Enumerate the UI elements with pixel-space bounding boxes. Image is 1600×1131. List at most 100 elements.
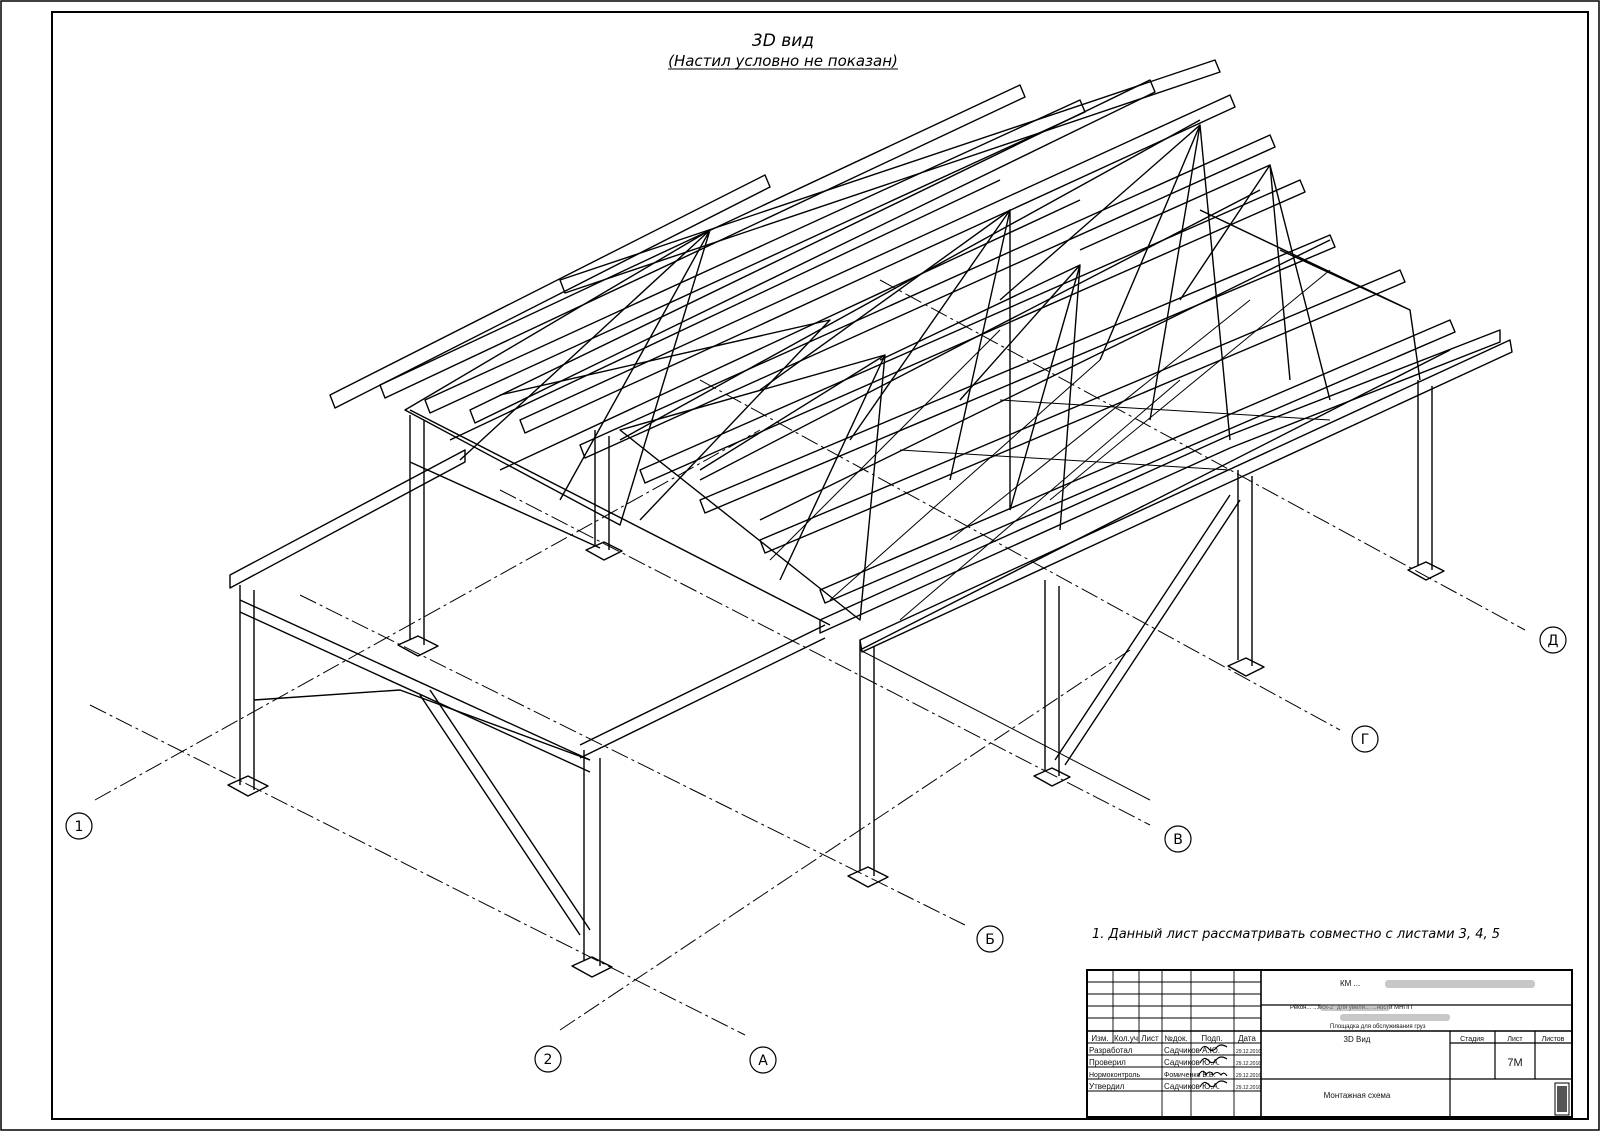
tb-header-izm: Изм. <box>1091 1034 1108 1043</box>
base-plate-2v <box>1033 767 1071 787</box>
axis-line-b <box>299 594 966 926</box>
signature-2 <box>1199 1056 1228 1064</box>
columns <box>239 380 1433 966</box>
tb-sheets-label: Листов <box>1542 1036 1565 1043</box>
tb-role-3: Нормоконтроль <box>1089 1072 1140 1079</box>
truss-8 <box>1199 209 1421 381</box>
purlin-4 <box>469 79 1156 424</box>
braces <box>419 494 1241 936</box>
tb-scheme-name: Монтажная схема <box>1324 1091 1391 1100</box>
column-2v <box>1044 580 1060 776</box>
drawing-title: 3D вид <box>752 31 814 51</box>
base-plate-2a <box>571 956 613 978</box>
tb-header-kol: Кол.уч <box>1114 1034 1138 1043</box>
tb-date-4: 29.12.2016 <box>1236 1085 1261 1091</box>
tb-name-2: Садчиков Ю.А. <box>1164 1058 1220 1067</box>
tb-role-2: Проверил <box>1089 1058 1126 1067</box>
column-1v <box>594 430 610 550</box>
base-plate-1v <box>585 541 623 561</box>
drawing-subtitle: (Настил условно не показан) <box>668 52 898 70</box>
axis-bubble-b <box>976 925 1004 953</box>
grid-axis-lines <box>89 279 1526 1036</box>
column-2a <box>583 750 601 966</box>
tb-date-1: 29.12.2016 <box>1236 1049 1261 1055</box>
purlin-12 <box>859 339 1513 653</box>
roof-purlins <box>329 59 1513 653</box>
redacted-text <box>1320 980 1535 1021</box>
roof-brace-set-1 <box>769 329 1181 621</box>
axis-label-a: А <box>758 1053 768 1069</box>
tb-name-3: Фомиченко В.В. <box>1164 1072 1216 1079</box>
beam-axis-b-low <box>409 461 601 549</box>
tb-header-ndok: №док. <box>1164 1034 1187 1043</box>
eave-beam-axis-1-lower <box>409 409 831 626</box>
title-block <box>1086 969 1573 1118</box>
inner-frame <box>51 11 1589 1120</box>
column-2b <box>859 640 875 876</box>
purlin-2 <box>379 84 1026 399</box>
base-plates <box>227 541 1445 978</box>
tb-date-2: 29.12.2016 <box>1236 1061 1261 1067</box>
beam-axis-1-left <box>229 449 466 589</box>
signatures <box>1197 1044 1228 1088</box>
purlin-11 <box>819 319 1456 604</box>
brace-axis-a <box>419 689 591 936</box>
tb-document-code: КМ ... <box>1340 979 1360 988</box>
axis-bubble-d <box>1539 626 1567 654</box>
tb-view-name: 3D Вид <box>1344 1035 1371 1044</box>
tb-stage-label: Стадия <box>1460 1036 1484 1043</box>
purlin-7 <box>579 134 1276 459</box>
axis-line-1 <box>94 429 761 801</box>
axis-label-2: 2 <box>544 1052 553 1068</box>
tb-project-line-2: Площадка для обслуживания груз <box>1330 1024 1426 1030</box>
base-plate-2d <box>1407 561 1445 581</box>
revision-grid <box>1087 970 1572 1117</box>
truss-6 <box>999 124 1231 441</box>
purlin-6 <box>519 94 1236 434</box>
tb-sheet-value: 7М <box>1507 1057 1522 1069</box>
axis-line-a <box>89 704 746 1036</box>
column-2g <box>1237 470 1253 666</box>
axis-line-g <box>699 379 1341 731</box>
axis-line-v <box>499 489 1151 826</box>
roof-brace-set-3 <box>899 399 1331 471</box>
column-1a <box>239 585 255 790</box>
axis-bubble-1 <box>65 812 93 840</box>
purlin-10 <box>759 269 1406 554</box>
column-2d <box>1417 380 1433 570</box>
platform-beams <box>229 449 826 773</box>
signature-3 <box>1197 1070 1228 1077</box>
axis-bubble-v <box>1164 825 1192 853</box>
brace-axis-2 <box>1054 494 1241 766</box>
ridge-line <box>619 119 1201 441</box>
axis-bubbles <box>65 626 1567 1074</box>
axis-line-d <box>879 279 1526 631</box>
tb-name-1: Садчиков А.Ю. <box>1164 1046 1220 1055</box>
tb-sheet-label: Лист <box>1507 1036 1523 1043</box>
tb-header-list: Лист <box>1141 1034 1159 1043</box>
truss-7 <box>1079 164 1331 401</box>
roof-trusses <box>404 124 1421 621</box>
axis-label-1: 1 <box>75 819 84 835</box>
beam-mid-tie <box>253 689 591 761</box>
lower-chords <box>449 179 1081 471</box>
roof-cross-bracing <box>769 269 1331 621</box>
axis-bubble-g <box>1351 725 1379 753</box>
base-plate-2g <box>1227 657 1265 677</box>
axis-label-g: Г <box>1361 732 1370 748</box>
tb-role-4: Утвердил <box>1089 1082 1125 1091</box>
signature-4 <box>1199 1080 1228 1088</box>
purlin-9 <box>699 234 1336 514</box>
eave-tie-axis-2 <box>859 349 1451 651</box>
axis-bubble-2 <box>534 1045 562 1073</box>
truss-5 <box>879 264 1081 531</box>
base-plate-2b <box>847 866 889 888</box>
purlin-8 <box>639 179 1306 484</box>
axis-label-d: Д <box>1548 633 1559 649</box>
company-logo <box>1554 1082 1570 1116</box>
base-plate-1a <box>227 775 269 797</box>
purlin-1 <box>329 174 771 409</box>
beam-axis-2-left <box>579 624 826 759</box>
